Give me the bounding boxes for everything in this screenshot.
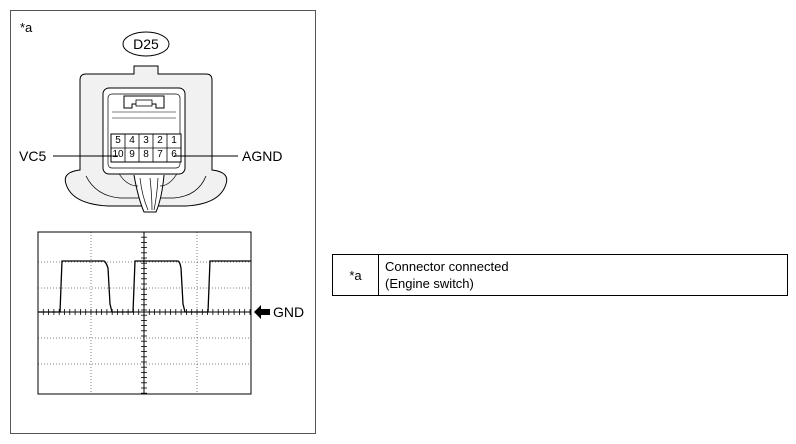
- illustration-panel: [10, 10, 316, 434]
- scope-waveform: [38, 260, 251, 313]
- legend-line-2: (Engine switch): [385, 276, 474, 291]
- pin-label: 10: [112, 149, 124, 160]
- pin-label: 3: [143, 135, 149, 146]
- pin-label: 6: [171, 149, 177, 160]
- wire-bundle: [133, 174, 165, 213]
- gnd-arrow-icon: [254, 305, 270, 319]
- pin-label: 4: [129, 135, 135, 146]
- pin-label: 8: [143, 149, 149, 160]
- connector-id-label: D25: [133, 36, 159, 52]
- pin-label: 2: [157, 135, 163, 146]
- pin-label: 1: [171, 135, 177, 146]
- connector-id-oval: [122, 31, 170, 57]
- legend-line-1: Connector connected: [385, 259, 509, 274]
- pin-label: 9: [129, 149, 135, 160]
- legend-table: *a Connector connected (Engine switch): [332, 254, 788, 296]
- gnd-label: GND: [273, 304, 305, 320]
- legend-description: Connector connected (Engine switch): [379, 255, 515, 295]
- legend-key: *a: [333, 255, 379, 295]
- pin-label: 5: [115, 135, 121, 146]
- vc5-terminal-label: VC5: [19, 148, 47, 164]
- pin-label: 7: [157, 149, 163, 160]
- agnd-terminal-label: AGND: [242, 148, 283, 164]
- scope-axis-ticks: [37, 231, 251, 394]
- callout-label: *a: [20, 20, 33, 35]
